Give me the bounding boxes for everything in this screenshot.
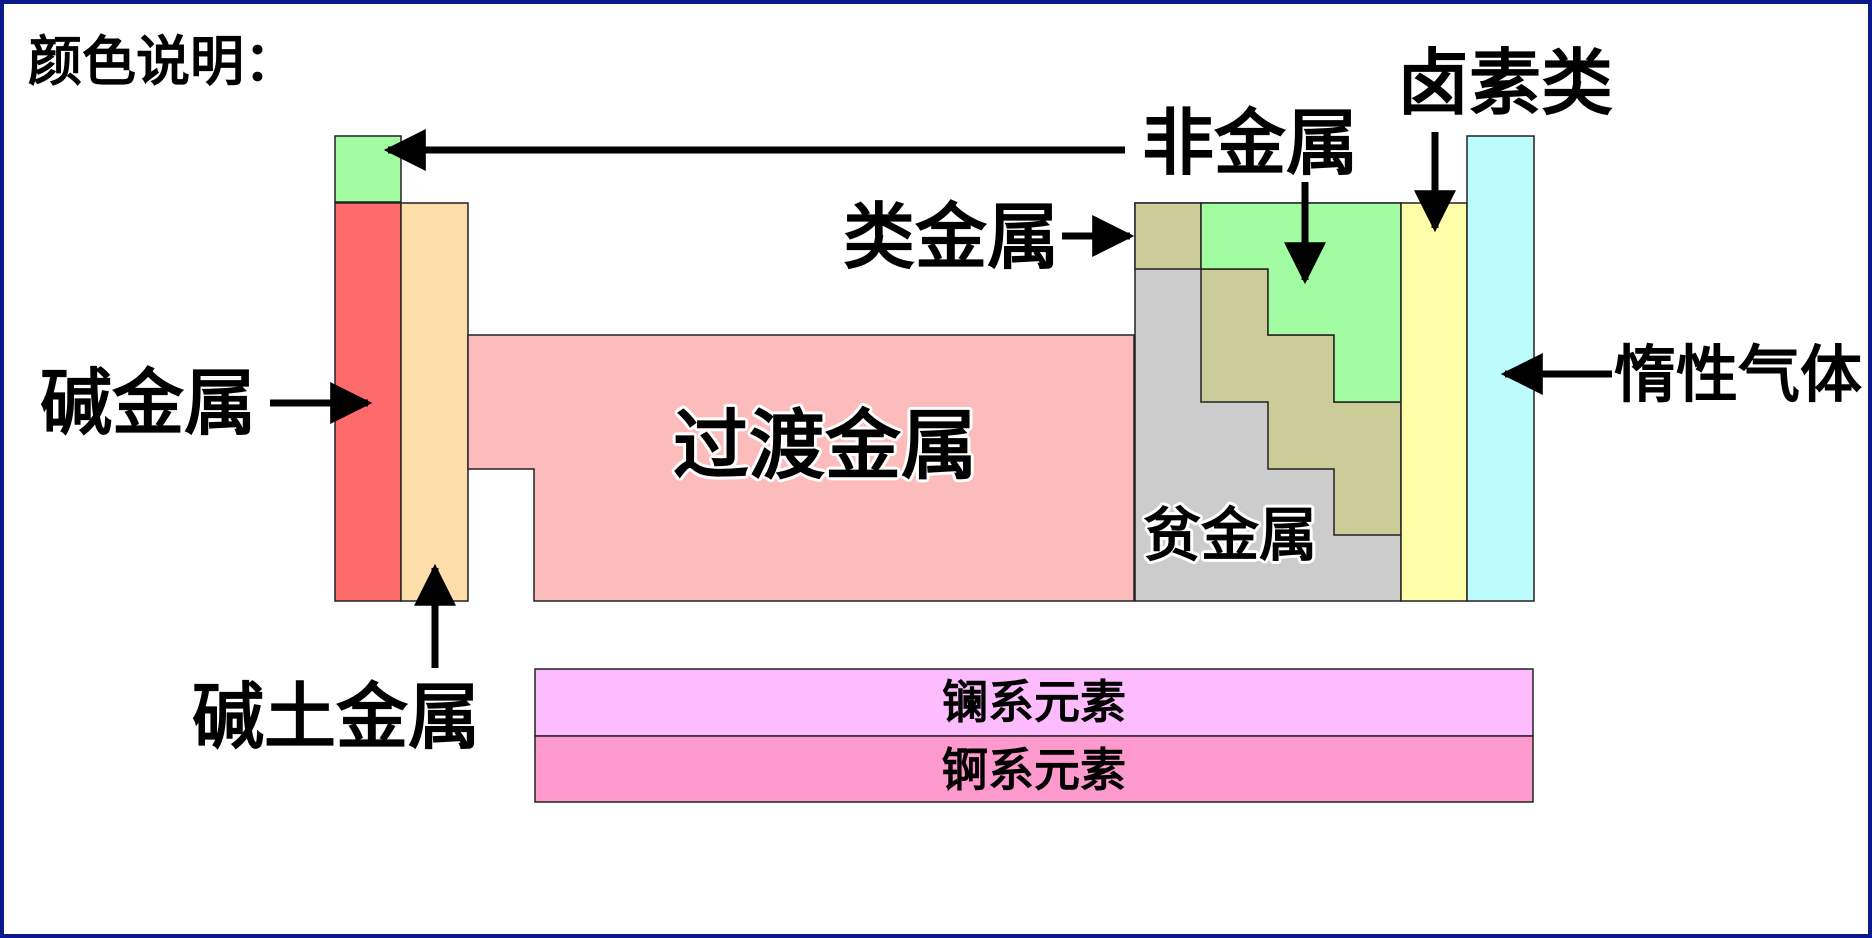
hydrogen-nonmetal-block xyxy=(334,135,402,203)
metalloid-label: 类金属 xyxy=(843,195,1059,279)
alkali-metal-label: 碱金属 xyxy=(40,361,256,445)
poor-metal-label: 贫金属 xyxy=(1143,501,1317,569)
halogen-label: 卤素类 xyxy=(1397,41,1613,125)
noble-gas-block xyxy=(1466,135,1535,602)
lanthanide-label: 镧系元素 xyxy=(942,675,1126,729)
alkaline-earth-metal-block xyxy=(400,202,469,602)
transition-metal-block xyxy=(467,334,1135,602)
lanthanide-band xyxy=(534,668,1534,737)
actinide-band xyxy=(534,735,1534,803)
legend-title: 颜色说明： xyxy=(28,30,298,93)
actinide-label: 锕系元素 xyxy=(942,743,1126,797)
transition-metal-label: 过渡金属 xyxy=(673,401,977,490)
noble-gas-label: 惰性气体 xyxy=(1614,338,1862,411)
alkaline-earth-metal-label: 碱土金属 xyxy=(192,675,480,759)
nonmetal-label: 非金属 xyxy=(1142,101,1358,185)
halogen-block xyxy=(1400,202,1468,602)
